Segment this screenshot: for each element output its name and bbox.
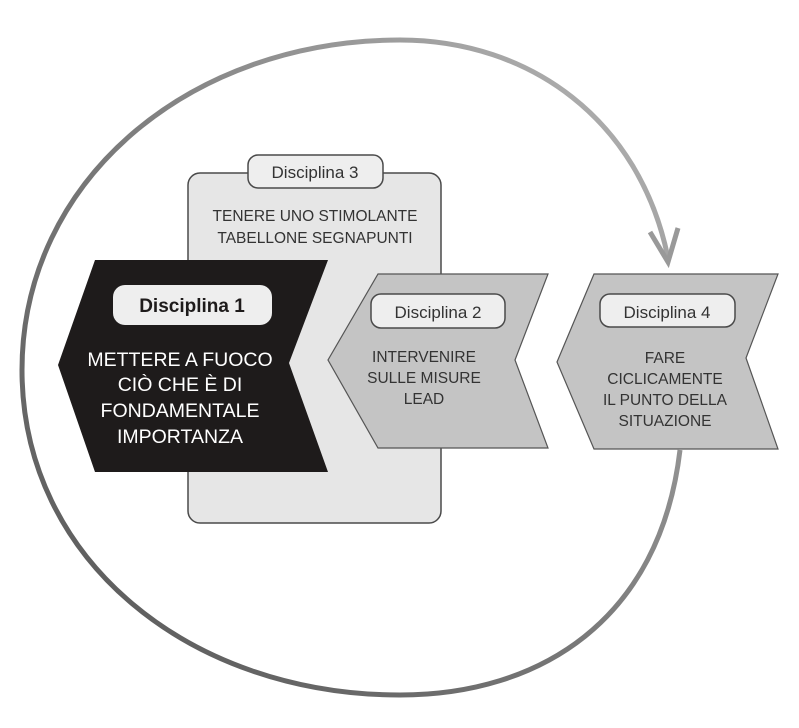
discipline-4-pill xyxy=(599,293,736,328)
discipline-3-pill xyxy=(247,154,384,189)
discipline-2-label: Disciplina 2 xyxy=(395,303,482,322)
discipline-4-line: SITUAZIONE xyxy=(618,413,711,430)
discipline-3-line: TABELLONE SEGNAPUNTI xyxy=(217,230,412,247)
discipline-4-label: Disciplina 4 xyxy=(624,303,711,322)
discipline-4-line: CICLICAMENTE xyxy=(607,371,722,388)
discipline-1-pill xyxy=(113,285,272,325)
discipline-2-line: LEAD xyxy=(404,391,445,408)
discipline-1-line: CIÒ CHE È DI xyxy=(118,373,243,396)
discipline-4-line: FARE xyxy=(645,350,685,367)
discipline-1-line: IMPORTANZA xyxy=(117,426,243,448)
discipline-1-line: FONDAMENTALE xyxy=(101,400,260,422)
discipline-1: Disciplina 1 METTERE A FUOCO CIÒ CHE È D… xyxy=(58,260,328,472)
discipline-2: Disciplina 2 INTERVENIRE SULLE MISURE LE… xyxy=(327,273,549,449)
discipline-4: Disciplina 4 FARE CICLICAMENTE IL PUNTO … xyxy=(556,273,779,450)
discipline-1-label: Disciplina 1 xyxy=(139,296,245,317)
discipline-1-line: METTERE A FUOCO xyxy=(87,349,272,371)
discipline-4-line: IL PUNTO DELLA xyxy=(603,392,728,409)
cycle-arrowhead-icon xyxy=(647,227,681,269)
discipline-2-pill xyxy=(370,293,506,329)
cycle-arc xyxy=(19,37,683,698)
discipline-2-line: SULLE MISURE xyxy=(367,370,481,387)
discipline-2-line: INTERVENIRE xyxy=(372,349,476,366)
discipline-3-line: TENERE UNO STIMOLANTE xyxy=(213,208,418,225)
discipline-3-label: Disciplina 3 xyxy=(272,163,359,182)
